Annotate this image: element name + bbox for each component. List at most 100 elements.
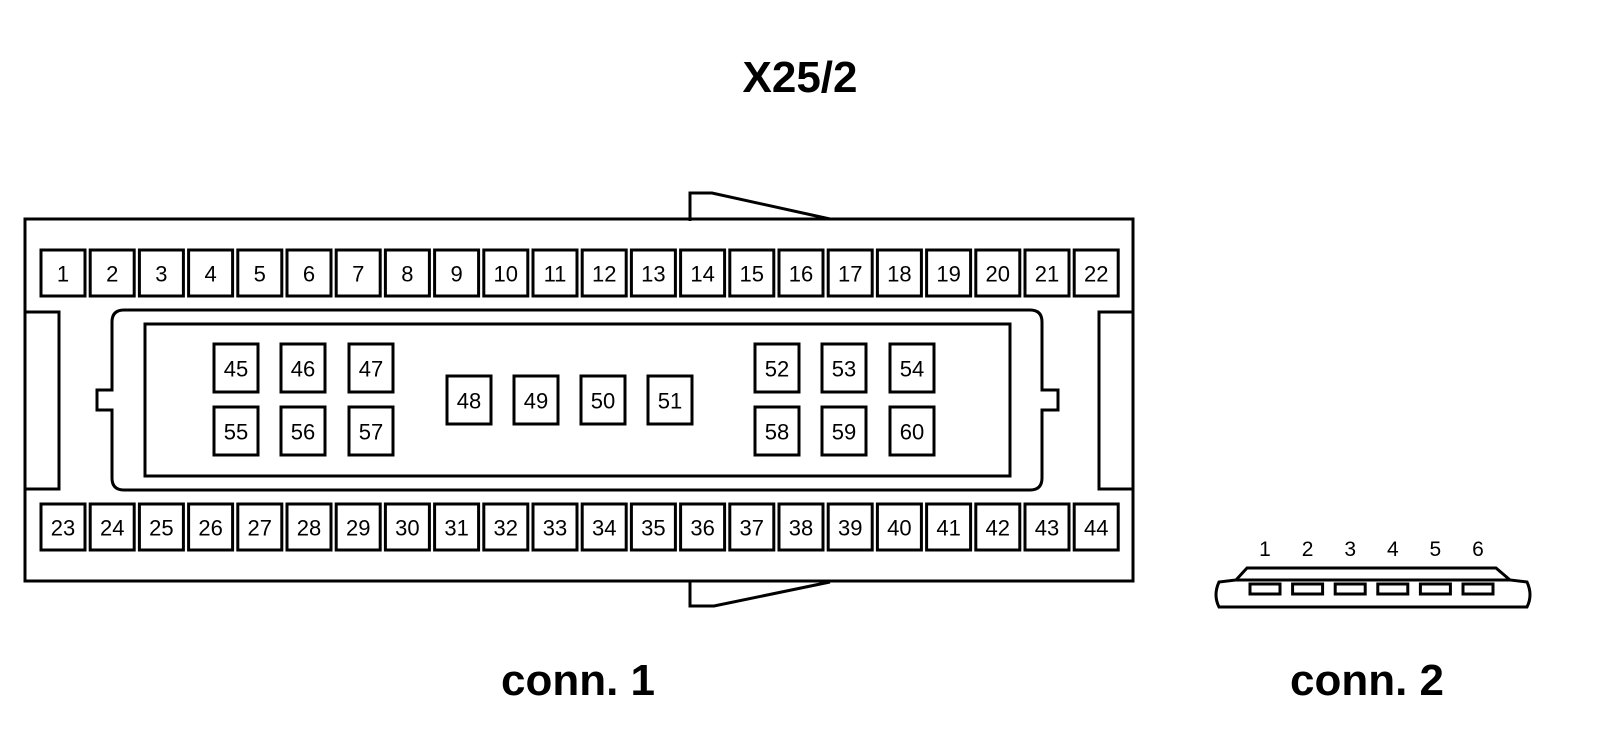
pin-label: 30 — [395, 516, 419, 541]
pin-box — [88, 248, 136, 298]
pin-34: 34 — [580, 502, 628, 552]
pin-21: 21 — [1023, 248, 1071, 298]
pin-box — [777, 502, 825, 552]
conn2-pin-6: 6 — [1461, 538, 1495, 596]
pin-box — [285, 502, 333, 552]
pin-49: 49 — [512, 374, 560, 426]
pin-28: 28 — [285, 502, 333, 552]
connector-2-caption: conn. 2 — [1290, 656, 1444, 705]
pin-10: 10 — [482, 248, 530, 298]
conn2-pin-3: 3 — [1333, 538, 1367, 596]
conn2-pin-2: 2 — [1291, 538, 1325, 596]
pin-box — [753, 342, 801, 394]
pin-box — [777, 248, 825, 298]
pin-label: 4 — [204, 262, 216, 287]
pin-label: 17 — [838, 262, 862, 287]
pin-50: 50 — [579, 374, 627, 426]
pin-label: 12 — [592, 262, 616, 287]
pin-label: 21 — [1035, 262, 1059, 287]
pin-label: 7 — [352, 262, 364, 287]
pin-36: 36 — [679, 502, 727, 552]
pin-label: 29 — [346, 516, 370, 541]
pin-label: 57 — [359, 420, 383, 445]
pin-44: 44 — [1072, 502, 1120, 552]
pin-17: 17 — [826, 248, 874, 298]
conn2-pin-label: 1 — [1259, 538, 1271, 561]
pin-16: 16 — [777, 248, 825, 298]
pin-label: 54 — [900, 357, 924, 382]
pin-box — [531, 248, 579, 298]
pin-box — [974, 502, 1022, 552]
pin-label: 55 — [224, 420, 248, 445]
pin-box — [679, 502, 727, 552]
pin-label: 44 — [1084, 516, 1108, 541]
pin-label: 32 — [494, 516, 518, 541]
pin-label: 49 — [524, 389, 548, 414]
pin-box — [39, 248, 87, 298]
conn2-pin-slot — [1418, 582, 1452, 596]
connector-1-inner-window — [143, 322, 1012, 478]
pin-29: 29 — [334, 502, 382, 552]
pin-box — [347, 405, 395, 457]
pin-box — [334, 502, 382, 552]
pin-box — [334, 248, 382, 298]
pin-box — [1023, 248, 1071, 298]
pin-33: 33 — [531, 502, 579, 552]
pin-box — [383, 502, 431, 552]
pin-51: 51 — [646, 374, 694, 426]
pin-22: 22 — [1072, 248, 1120, 298]
pin-25: 25 — [137, 502, 185, 552]
pin-box — [236, 248, 284, 298]
pin-box — [187, 248, 235, 298]
conn2-pin-label: 4 — [1387, 538, 1399, 561]
pin-box — [482, 502, 530, 552]
pin-box — [88, 502, 136, 552]
pin-box — [433, 248, 481, 298]
pin-label: 3 — [155, 262, 167, 287]
pin-label: 51 — [658, 389, 682, 414]
pin-label: 50 — [591, 389, 615, 414]
pin-label: 46 — [291, 357, 315, 382]
pin-27: 27 — [236, 502, 284, 552]
pin-box — [187, 502, 235, 552]
pin-label: 8 — [401, 262, 413, 287]
pin-label: 37 — [740, 516, 764, 541]
pin-box — [888, 342, 936, 394]
conn2-pin-4: 4 — [1376, 538, 1410, 596]
pin-box — [1072, 502, 1120, 552]
connector-2-housing — [1214, 566, 1532, 609]
pin-label: 56 — [291, 420, 315, 445]
pin-box — [826, 248, 874, 298]
pin-box — [347, 342, 395, 394]
pin-37: 37 — [728, 502, 776, 552]
pin-box — [279, 342, 327, 394]
pin-24: 24 — [88, 502, 136, 552]
pin-label: 39 — [838, 516, 862, 541]
pin-label: 14 — [690, 262, 714, 287]
pin-label: 1 — [57, 262, 69, 287]
pin-5: 5 — [236, 248, 284, 298]
pin-label: 60 — [900, 420, 924, 445]
pin-box — [433, 502, 481, 552]
pin-label: 22 — [1084, 262, 1108, 287]
pin-42: 42 — [974, 502, 1022, 552]
pin-48: 48 — [445, 374, 493, 426]
pin-box — [39, 502, 87, 552]
pin-box — [888, 405, 936, 457]
pin-box — [137, 502, 185, 552]
pin-label: 58 — [765, 420, 789, 445]
pin-label: 33 — [543, 516, 567, 541]
pin-label: 59 — [832, 420, 856, 445]
pin-box — [826, 502, 874, 552]
left-side-rail — [23, 310, 61, 491]
pin-box — [629, 502, 677, 552]
pin-label: 52 — [765, 357, 789, 382]
pin-label: 10 — [494, 262, 518, 287]
conn2-pin-label: 3 — [1344, 538, 1356, 561]
pin-box — [482, 248, 530, 298]
pin-box — [1072, 248, 1120, 298]
pin-60: 60 — [888, 405, 936, 457]
pin-box — [629, 248, 677, 298]
pin-box — [531, 502, 579, 552]
